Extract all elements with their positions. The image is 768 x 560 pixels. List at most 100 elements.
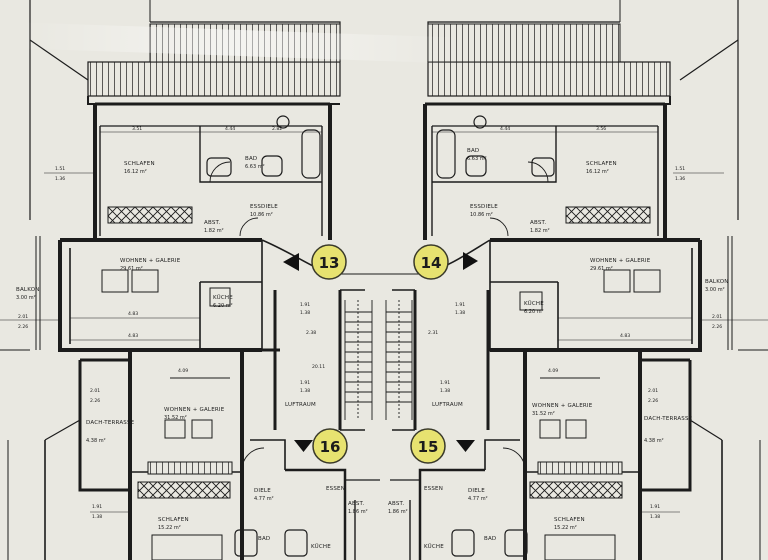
dimension-label: 1.36 bbox=[55, 176, 65, 182]
dimension-label: 4.83 bbox=[620, 333, 630, 339]
room-area: 4.38 m² bbox=[86, 438, 106, 444]
room-label: KÜCHE bbox=[524, 300, 544, 307]
room-label: SCHLAFEN bbox=[554, 517, 585, 523]
room-label: DIELE bbox=[468, 488, 485, 494]
dimension-label: 4.09 bbox=[178, 368, 188, 374]
gallery-railings bbox=[107, 206, 651, 499]
room-label: BAD bbox=[467, 148, 479, 154]
room-area: 4.38 m² bbox=[644, 438, 664, 444]
dimension-label: 1.91 bbox=[300, 302, 310, 308]
unit-number-16: 16 bbox=[320, 438, 341, 456]
room-area: 1.82 m² bbox=[204, 228, 224, 234]
dimension-label: 4.44 bbox=[500, 126, 510, 132]
dimension-label: 1.38 bbox=[440, 388, 450, 394]
dimension-label: 4.09 bbox=[548, 368, 558, 374]
room-area: 1.86 m² bbox=[348, 509, 368, 515]
room-label: SCHLAFEN bbox=[586, 161, 617, 167]
room-area: 1.82 m² bbox=[530, 228, 550, 234]
unit-number-13: 13 bbox=[319, 254, 340, 272]
room-label: BAD bbox=[245, 156, 257, 162]
room-area: 29.61 m² bbox=[590, 266, 613, 272]
room-label: ESSDIELE bbox=[470, 204, 498, 210]
room-area: 6.63 m² bbox=[245, 164, 265, 170]
room-area: 16.12 m² bbox=[586, 169, 609, 175]
room-area: 3.00 m² bbox=[705, 287, 725, 293]
unit-arrows bbox=[283, 252, 478, 452]
room-label: ESSDIELE bbox=[250, 204, 278, 210]
room-area: 4.77 m² bbox=[468, 496, 488, 502]
room-label: DACH-TERRASSE bbox=[644, 416, 693, 422]
room-label: KÜCHE bbox=[311, 543, 331, 550]
room-label: ABST. bbox=[388, 501, 404, 507]
room-area: 16.12 m² bbox=[124, 169, 147, 175]
room-area: 15.22 m² bbox=[554, 525, 577, 531]
room-area: 6.20 m² bbox=[213, 303, 233, 309]
bathroom-fixtures bbox=[206, 115, 555, 557]
room-label: ESSEN bbox=[326, 486, 345, 492]
unit-number-14: 14 bbox=[421, 254, 442, 272]
dimension-label: 1.91 bbox=[650, 504, 660, 510]
arrow-down-icon bbox=[456, 440, 475, 452]
unit-badge-14: 14 bbox=[413, 244, 449, 280]
central-stairs bbox=[344, 300, 413, 420]
room-label: WOHNEN + GALERIE bbox=[120, 258, 181, 264]
dimension-label: 1.91 bbox=[440, 380, 450, 386]
dimension-label: 2.26 bbox=[18, 324, 28, 330]
dimension-label: 2.26 bbox=[712, 324, 722, 330]
walls bbox=[0, 102, 768, 560]
dimension-label: 1.91 bbox=[92, 504, 102, 510]
room-label: BALKON bbox=[705, 279, 729, 285]
unit-badge-15: 15 bbox=[410, 428, 446, 464]
room-label: SCHLAFEN bbox=[158, 517, 189, 523]
dimension-label: 2.38 bbox=[306, 330, 316, 336]
dimension-label: 2.01 bbox=[90, 388, 100, 394]
dimension-label: 2.01 bbox=[18, 314, 28, 320]
room-area: 6.20 m² bbox=[524, 309, 544, 315]
dimension-label: 20.11 bbox=[312, 364, 325, 370]
void-label: LUFTRAUM bbox=[285, 402, 316, 408]
room-label: ABST. bbox=[530, 220, 546, 226]
dimension-lines bbox=[0, 131, 768, 513]
dimension-label: 4.83 bbox=[128, 333, 138, 339]
arrow-down-icon bbox=[294, 440, 313, 452]
dimension-label: 1.36 bbox=[675, 176, 685, 182]
dimension-label: 3.56 bbox=[596, 126, 606, 132]
furniture bbox=[101, 269, 661, 560]
void-label: LUFTRAUM bbox=[432, 402, 463, 408]
room-area: 3.00 m² bbox=[16, 295, 36, 301]
dimension-label: 1.51 bbox=[55, 166, 65, 172]
photo-glare bbox=[19, 22, 461, 64]
unit-badge-13: 13 bbox=[311, 244, 347, 280]
room-area: 29.61 m² bbox=[120, 266, 143, 272]
dimension-label: 4.83 bbox=[128, 311, 138, 317]
room-label: DIELE bbox=[254, 488, 271, 494]
room-label: WOHNEN + GALERIE bbox=[164, 407, 225, 413]
unit-badge-16: 16 bbox=[312, 428, 348, 464]
room-label: DACH-TERRASSE bbox=[86, 420, 135, 426]
room-label: BALKON bbox=[16, 287, 40, 293]
dimension-label: 2.26 bbox=[90, 398, 100, 404]
dimension-label: 2.31 bbox=[428, 330, 438, 336]
room-area: 10.86 m² bbox=[470, 212, 493, 218]
dimension-label: 1.38 bbox=[455, 310, 465, 316]
arrow-left-icon bbox=[283, 253, 299, 271]
dimension-label: 2.01 bbox=[712, 314, 722, 320]
dimension-label: 1.38 bbox=[300, 388, 310, 394]
dimension-label: 1.91 bbox=[300, 380, 310, 386]
room-label: KÜCHE bbox=[213, 294, 233, 301]
room-area: 31.52 m² bbox=[532, 411, 555, 417]
dimension-label: 2.82 bbox=[272, 126, 282, 132]
room-label: BAD bbox=[484, 536, 496, 542]
unit-number-15: 15 bbox=[418, 438, 439, 456]
room-area: 15.22 m² bbox=[158, 525, 181, 531]
room-area: 4.77 m² bbox=[254, 496, 274, 502]
arrow-right-icon bbox=[463, 252, 478, 270]
dimension-labels: 3.51 4.44 2.82 4.44 3.56 1.51 1.36 1.51 … bbox=[18, 126, 722, 520]
room-label: KÜCHE bbox=[424, 543, 444, 550]
room-area: 10.86 m² bbox=[250, 212, 273, 218]
dimension-label: 4.44 bbox=[225, 126, 235, 132]
dimension-label: 2.26 bbox=[648, 398, 658, 404]
dimension-label: 1.38 bbox=[92, 514, 102, 520]
dimension-label: 1.38 bbox=[300, 310, 310, 316]
